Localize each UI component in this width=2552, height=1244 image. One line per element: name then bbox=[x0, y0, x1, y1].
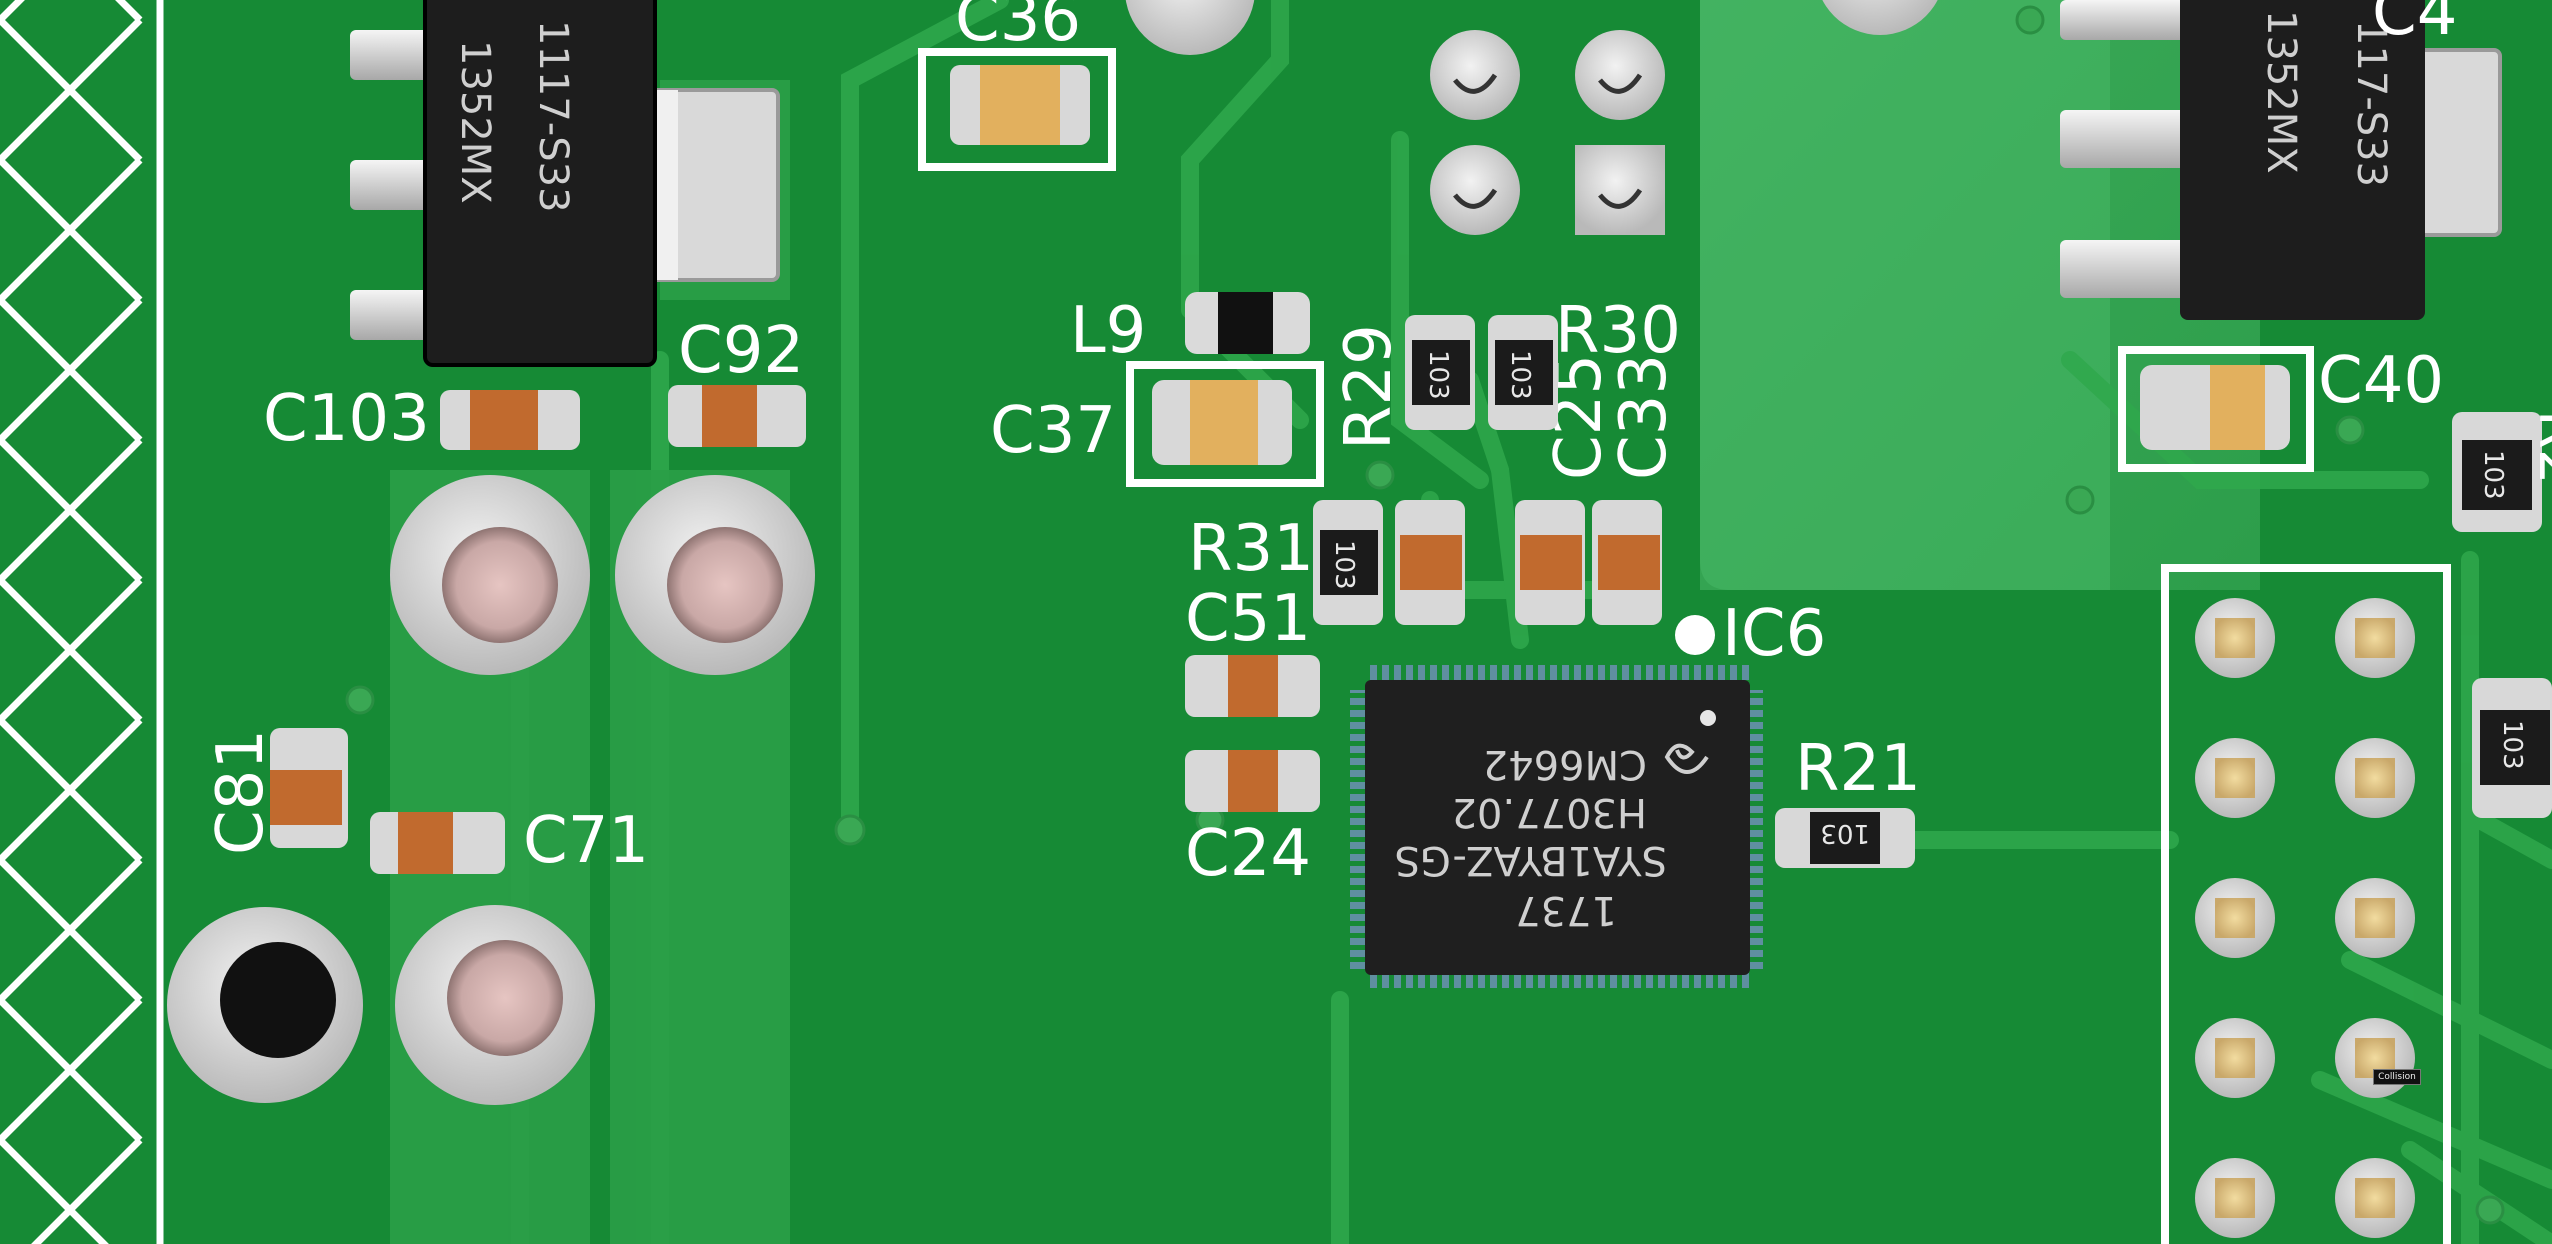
regulator-right-marking-1: 117-S33 bbox=[2348, 20, 2394, 187]
label-r-edge: R2 bbox=[2526, 410, 2552, 485]
inductor-l9: L9 bbox=[1070, 292, 1310, 368]
through-hole-pads bbox=[167, 0, 1938, 1105]
resistor-r29: 103 R29 bbox=[1332, 315, 1475, 450]
label-ic6: IC6 bbox=[1722, 597, 1826, 671]
capacitor-c92: C92 bbox=[668, 314, 806, 447]
capacitor-c37: C37 bbox=[990, 361, 1324, 487]
label-l9: L9 bbox=[1070, 294, 1146, 368]
label-c103: C103 bbox=[263, 382, 430, 456]
label-r30: R30 bbox=[1555, 294, 1681, 368]
label-c40: C40 bbox=[2318, 344, 2444, 418]
r-edge-code: 103 bbox=[2478, 450, 2508, 500]
ic6-marking-part: CM6642 bbox=[1483, 741, 1647, 787]
label-r29: R29 bbox=[1332, 324, 1406, 450]
regulator-left-marking-1: 1117-S33 bbox=[530, 20, 576, 213]
voltage-regulator-left: 1117-S33 1352MX bbox=[350, 0, 780, 367]
ic6-marking-date: 1737 bbox=[1515, 887, 1617, 933]
label-c92: C92 bbox=[678, 314, 804, 388]
board-edge-hatch bbox=[0, 0, 164, 1244]
label-c4: C4 bbox=[2372, 0, 2457, 50]
jumper-header-2x2 bbox=[1430, 30, 1665, 235]
resistor-r21: 103 R21 bbox=[1775, 732, 1921, 868]
ic6-qfn-package: IC6 1737 SYA1BYAZ-GS H3077.02 CM6642 bbox=[1350, 597, 1826, 988]
label-c36: C36 bbox=[955, 0, 1081, 56]
collision-marker[interactable]: Collision bbox=[2373, 1069, 2421, 1085]
label-c37: C37 bbox=[990, 394, 1116, 468]
capacitor-unlabeled bbox=[1395, 500, 1465, 625]
label-c81: C81 bbox=[204, 729, 278, 855]
label-c51: C51 bbox=[1185, 582, 1311, 656]
label-r21: R21 bbox=[1795, 732, 1921, 806]
label-c71: C71 bbox=[523, 804, 649, 878]
ic6-marking-lot: SYA1BYAZ-GS bbox=[1395, 837, 1667, 883]
capacitor-c81: C81 bbox=[204, 728, 348, 855]
capacitor-c24: C24 bbox=[1185, 750, 1320, 891]
r21-code: 103 bbox=[1820, 818, 1870, 848]
pin-header-2x5 bbox=[2161, 564, 2451, 1244]
ic6-logo-icon bbox=[1664, 743, 1709, 774]
capacitor-c36: C36 bbox=[918, 0, 1116, 171]
resistor-edge-lower: 103 bbox=[2472, 678, 2552, 818]
regulator-right-marking-2: 1352MX bbox=[2258, 10, 2304, 174]
vias bbox=[345, 5, 2505, 1225]
r31-code: 103 bbox=[1329, 540, 1359, 590]
voltage-regulator-right: 117-S33 1352MX bbox=[2060, 0, 2502, 320]
resistor-r30: 103 R30 bbox=[1488, 294, 1681, 430]
resistor-edge-upper: 103 R2 bbox=[2452, 410, 2552, 532]
label-c33: C33 bbox=[1607, 354, 1681, 480]
capacitor-c103: C103 bbox=[263, 382, 580, 456]
resistor-r31: 103 R31 bbox=[1188, 500, 1383, 625]
capacitor-c51: C51 bbox=[1185, 582, 1320, 717]
ic6-marking-code: H3077.02 bbox=[1452, 789, 1648, 835]
r29-code: 103 bbox=[1423, 350, 1453, 400]
label-r31: R31 bbox=[1188, 512, 1314, 586]
r-edge-lower-code: 103 bbox=[2497, 720, 2527, 770]
regulator-left-marking-2: 1352MX bbox=[452, 40, 498, 204]
r30-code: 103 bbox=[1505, 350, 1535, 400]
capacitor-c40: C40 bbox=[2118, 344, 2444, 472]
capacitor-c71: C71 bbox=[370, 804, 649, 878]
capacitor-c33: C33 bbox=[1592, 354, 1681, 625]
label-c24: C24 bbox=[1185, 817, 1311, 891]
